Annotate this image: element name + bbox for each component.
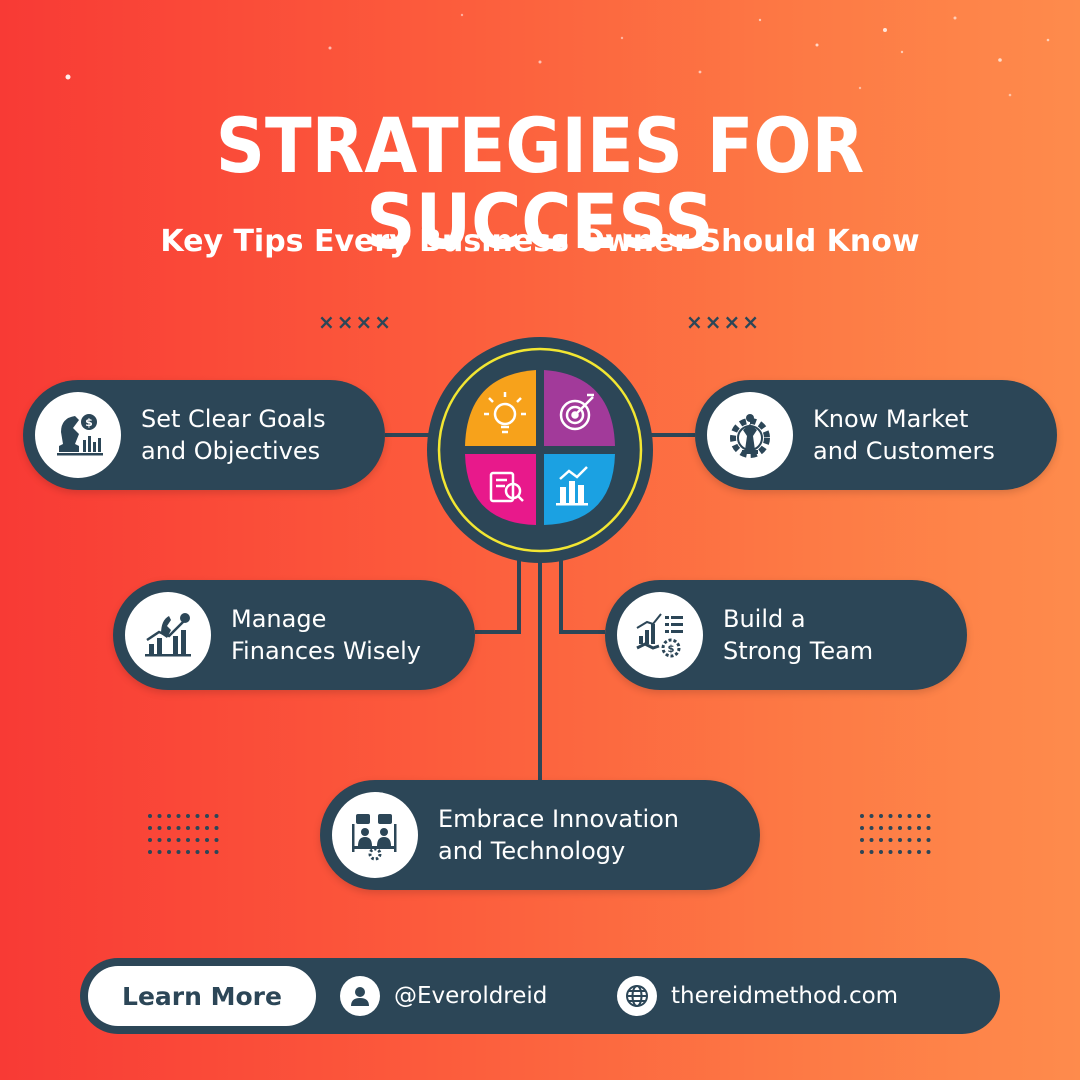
bar-chart-icon	[556, 466, 588, 506]
tip-manage-finances: Manage Finances Wisely	[113, 580, 475, 690]
svg-text:$: $	[668, 644, 675, 655]
decorative-x-marks-left: ××××	[318, 310, 394, 334]
hub-quadrant-orange	[465, 370, 536, 446]
tip-label: Manage Finances Wisely	[231, 605, 421, 665]
chess-growth-chart-icon	[125, 592, 211, 678]
tip-know-market: Know Market and Customers	[695, 380, 1057, 490]
tip-set-clear-goals: $ Set Clear Goals and Objectives	[23, 380, 385, 490]
tip-embrace-innovation: Embrace Innovation and Technology	[320, 780, 760, 890]
decorative-x-marks-right: ××××	[686, 310, 762, 334]
website-link[interactable]: thereidmethod.com	[617, 976, 898, 1016]
document-search-icon	[489, 471, 524, 503]
central-hub	[427, 337, 653, 563]
tip-label: Build a Strong Team	[723, 605, 874, 665]
handle-text: @Everoldreid	[394, 983, 548, 1009]
page-title: STRATEGIES FOR SUCCESS	[215, 101, 865, 266]
collaboration-tech-icon	[332, 792, 418, 878]
chess-knight-finance-icon: $	[35, 392, 121, 478]
tip-label: Embrace Innovation and Technology	[438, 805, 680, 865]
user-icon	[340, 976, 380, 1016]
tip-build-team: $ Build a Strong Team	[605, 580, 967, 690]
page-subtitle: Key Tips Every Business Owner Should Kno…	[160, 224, 920, 259]
decorative-dot-grid-left	[148, 814, 219, 854]
svg-text:$: $	[85, 416, 93, 429]
tip-label: Know Market and Customers	[813, 405, 995, 465]
tip-label: Set Clear Goals and Objectives	[141, 405, 326, 465]
footer-bar: Learn More @Everoldreid thereidmethod.co…	[80, 958, 1000, 1034]
website-text: thereidmethod.com	[671, 983, 899, 1009]
social-handle[interactable]: @Everoldreid	[340, 976, 547, 1016]
hub-quadrant-pink	[465, 454, 536, 525]
hub-ring	[437, 347, 643, 553]
decorative-dot-grid-right	[860, 814, 931, 854]
lightbulb-icon	[484, 392, 526, 434]
chess-gear-icon	[707, 392, 793, 478]
globe-icon	[617, 976, 657, 1016]
learn-more-button[interactable]: Learn More	[88, 966, 316, 1026]
target-icon	[559, 393, 594, 431]
analytics-handshake-icon: $	[617, 592, 703, 678]
